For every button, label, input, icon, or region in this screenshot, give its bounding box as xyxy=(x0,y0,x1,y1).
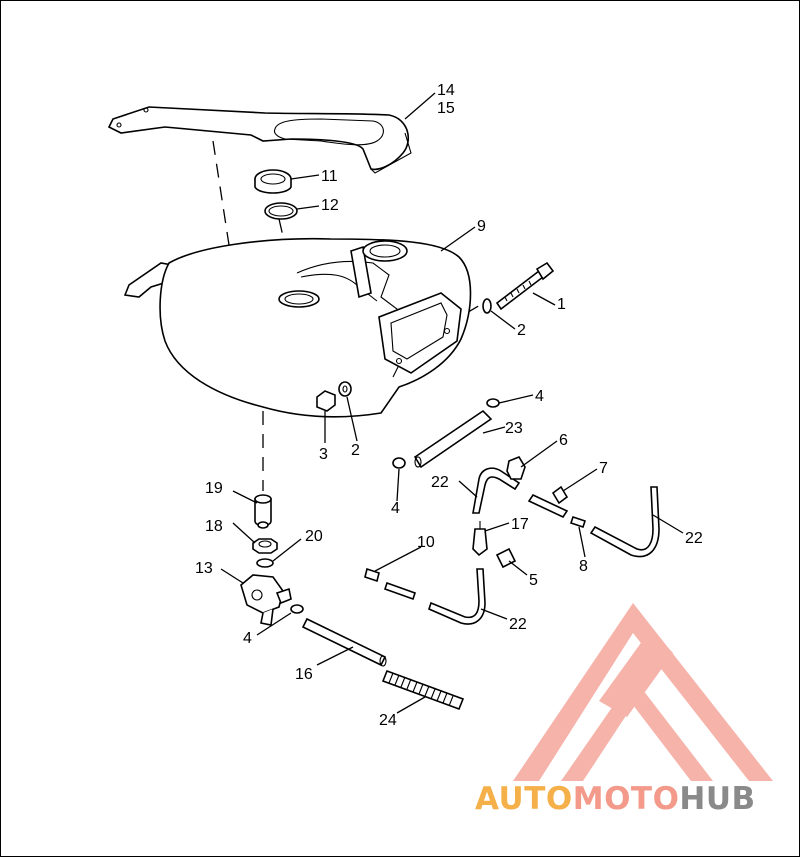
watermark-logo xyxy=(513,603,773,781)
vent-valve xyxy=(506,456,526,480)
callout-5: 5 xyxy=(529,572,538,589)
watermark-part-hub: HUB xyxy=(679,781,755,817)
callout-23: 23 xyxy=(505,420,523,437)
callout-6: 6 xyxy=(559,432,568,449)
watermark-part-moto: MOTO xyxy=(573,781,680,817)
callout-2-rear: 2 xyxy=(517,322,526,339)
center-line-filler xyxy=(278,218,298,298)
callout-numbers: 14 15 11 12 9 1 2 3 2 4 23 6 7 22 4 22 1… xyxy=(195,82,703,729)
spring-sleeve xyxy=(381,669,465,711)
svg-text:AUTOMOTOHUB: AUTOMOTOHUB xyxy=(475,781,756,817)
hose-clamp-middle xyxy=(392,457,406,469)
callout-2-front: 2 xyxy=(351,442,360,459)
callout-13: 13 xyxy=(195,560,213,577)
callout-8: 8 xyxy=(579,558,588,575)
callout-22-upper: 22 xyxy=(431,474,449,491)
watermark-part-auto: AUTO xyxy=(475,781,573,817)
callout-17: 17 xyxy=(511,516,529,533)
check-valve xyxy=(569,515,587,529)
callout-22-lower: 22 xyxy=(509,616,527,633)
fuel-line xyxy=(301,617,387,667)
console-bracket xyxy=(107,106,412,174)
callout-14: 14 xyxy=(437,82,455,99)
fuel-tank xyxy=(123,237,472,418)
vent-hose-lower xyxy=(428,568,486,625)
hose-clamp-lower xyxy=(290,604,304,614)
filler-cap xyxy=(254,169,292,194)
callout-15: 15 xyxy=(437,100,455,117)
callout-10: 10 xyxy=(417,534,435,551)
vent-tube xyxy=(527,493,569,519)
callout-1: 1 xyxy=(557,296,566,313)
fuel-petcock xyxy=(240,574,292,626)
crossover-hose xyxy=(413,409,493,469)
callout-20: 20 xyxy=(305,528,323,545)
leader-lines xyxy=(220,92,684,714)
callout-12: 12 xyxy=(321,197,339,214)
connector-tube xyxy=(364,567,417,601)
callout-22-right: 22 xyxy=(685,530,703,547)
vent-fitting xyxy=(472,521,488,557)
callout-4-lower: 4 xyxy=(243,630,252,647)
callout-7: 7 xyxy=(599,460,608,477)
callout-24: 24 xyxy=(379,712,397,729)
t-fitting xyxy=(551,485,569,505)
jam-nut xyxy=(252,538,278,554)
callout-4-upper: 4 xyxy=(535,388,544,405)
strainer xyxy=(254,494,272,529)
filler-gasket xyxy=(264,202,298,220)
callout-9: 9 xyxy=(477,218,486,235)
vent-hose-upper xyxy=(472,467,521,514)
mounting-bolt xyxy=(495,261,555,311)
callout-3: 3 xyxy=(319,446,328,463)
callout-4-middle: 4 xyxy=(391,500,400,517)
callout-19: 19 xyxy=(205,480,223,497)
o-ring xyxy=(256,558,274,568)
callout-16: 16 xyxy=(295,666,313,683)
callout-18: 18 xyxy=(205,518,223,535)
watermark-text: AUTOMOTOHUB xyxy=(475,781,756,817)
vent-hose-right xyxy=(589,486,660,558)
washer-rear xyxy=(482,298,492,314)
callout-11: 11 xyxy=(321,168,338,185)
acorn-nut xyxy=(316,390,336,412)
hose-clamp-upper xyxy=(486,398,500,408)
washer-front xyxy=(338,381,352,397)
